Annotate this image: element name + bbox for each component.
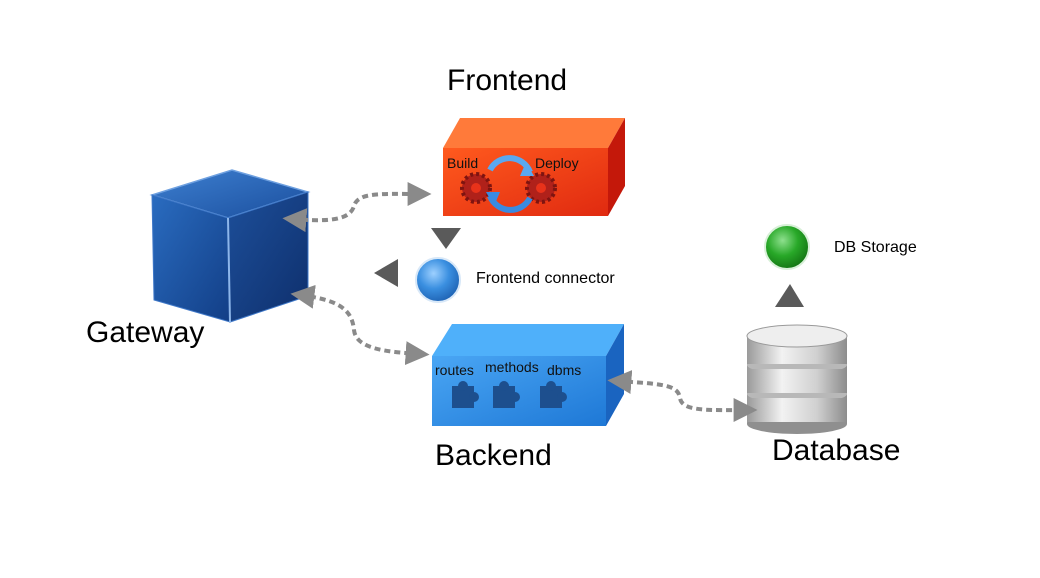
down-triangle-icon [431, 228, 461, 249]
puzzle-piece-icon [452, 381, 479, 408]
gateway-frontend-connector [282, 181, 432, 233]
frontend-connector-label: Frontend connector [476, 270, 615, 287]
database-icon [746, 324, 848, 434]
deploy-label: Deploy [535, 155, 579, 171]
backend-item-label: dbms [547, 362, 581, 378]
frontend-connector-node [415, 257, 461, 303]
refresh-cycle-icon [486, 155, 534, 213]
db-storage-label: DB Storage [834, 239, 917, 256]
gear-icon [460, 172, 492, 204]
gateway-cube [149, 169, 311, 323]
backend-label: Backend [435, 439, 552, 472]
build-label: Build [447, 155, 478, 171]
frontend-label: Frontend [447, 64, 567, 97]
gateway-label: Gateway [86, 316, 204, 349]
backend-database-connector [607, 370, 758, 423]
backend-item-label: methods [485, 359, 539, 375]
up-triangle-icon [775, 284, 804, 307]
gear-icon [525, 172, 557, 204]
puzzle-piece-icon [540, 381, 567, 408]
database-label: Database [772, 434, 900, 467]
left-triangle-icon [374, 259, 398, 287]
gateway-backend-connector [290, 284, 430, 366]
backend-item-label: routes [435, 362, 474, 378]
db-storage-node [764, 224, 810, 270]
puzzle-piece-icon [493, 381, 520, 408]
